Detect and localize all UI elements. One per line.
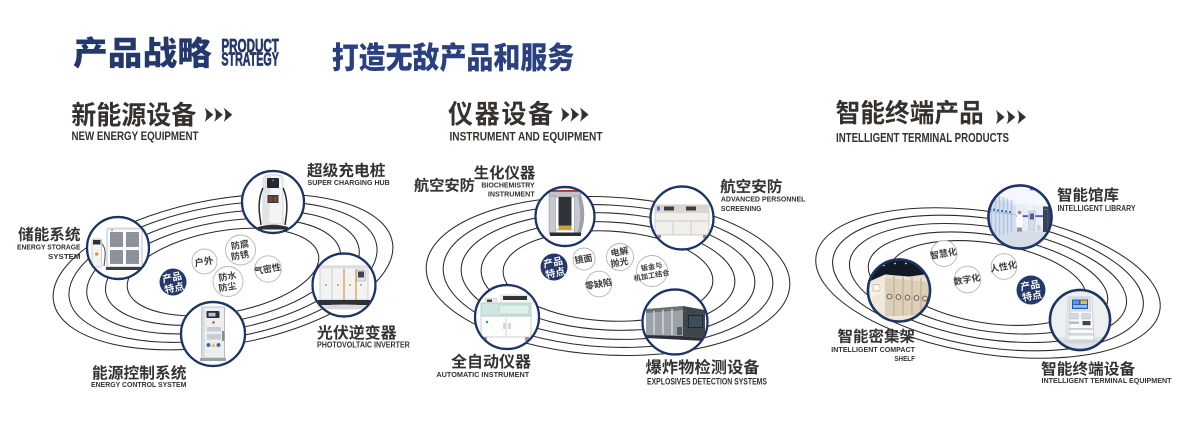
- svg-text:PHOTOVOLTAIC INVERTER: PHOTOVOLTAIC INVERTER: [317, 340, 410, 349]
- svg-text:ENERGY CONTROL SYSTEM: ENERGY CONTROL SYSTEM: [91, 380, 186, 389]
- svg-text:ADVANCED PERSONNEL: ADVANCED PERSONNEL: [721, 195, 806, 204]
- svg-text:INTELLIGENT COMPACT: INTELLIGENT COMPACT: [831, 345, 915, 354]
- svg-text:INTELLIGENT TERMINAL EQUIPMENT: INTELLIGENT TERMINAL EQUIPMENT: [1042, 376, 1173, 385]
- svg-text:SHELF: SHELF: [894, 354, 915, 363]
- svg-text:INTELLIGENT TERMINAL PRODUCTS: INTELLIGENT TERMINAL PRODUCTS: [836, 131, 1009, 145]
- svg-text:EXPLOSIVES DETECTION SYSTEMS: EXPLOSIVES DETECTION SYSTEMS: [647, 376, 767, 386]
- svg-text:PRODUCT: PRODUCT: [221, 36, 279, 56]
- svg-text:NEW ENERGY EQUIPMENT: NEW ENERGY EQUIPMENT: [72, 131, 199, 143]
- svg-text:SUPER CHARGING HUB: SUPER CHARGING HUB: [308, 178, 391, 187]
- svg-text:INSTRUMENT: INSTRUMENT: [488, 190, 535, 199]
- svg-text:BIOCHEMISTRY: BIOCHEMISTRY: [481, 181, 534, 190]
- svg-text:ENERGY STORAGE: ENERGY STORAGE: [17, 242, 81, 251]
- svg-text:INSTRUMENT AND EQUIPMENT: INSTRUMENT AND EQUIPMENT: [450, 131, 603, 143]
- svg-text:SCREENING: SCREENING: [721, 204, 762, 213]
- svg-text:INTELLIGENT LIBRARY: INTELLIGENT LIBRARY: [1058, 204, 1137, 213]
- svg-text:SYSTEM: SYSTEM: [48, 252, 81, 261]
- svg-text:AUTOMATIC INSTRUMENT: AUTOMATIC INSTRUMENT: [436, 370, 529, 379]
- svg-text:STRATEGY: STRATEGY: [221, 49, 279, 69]
